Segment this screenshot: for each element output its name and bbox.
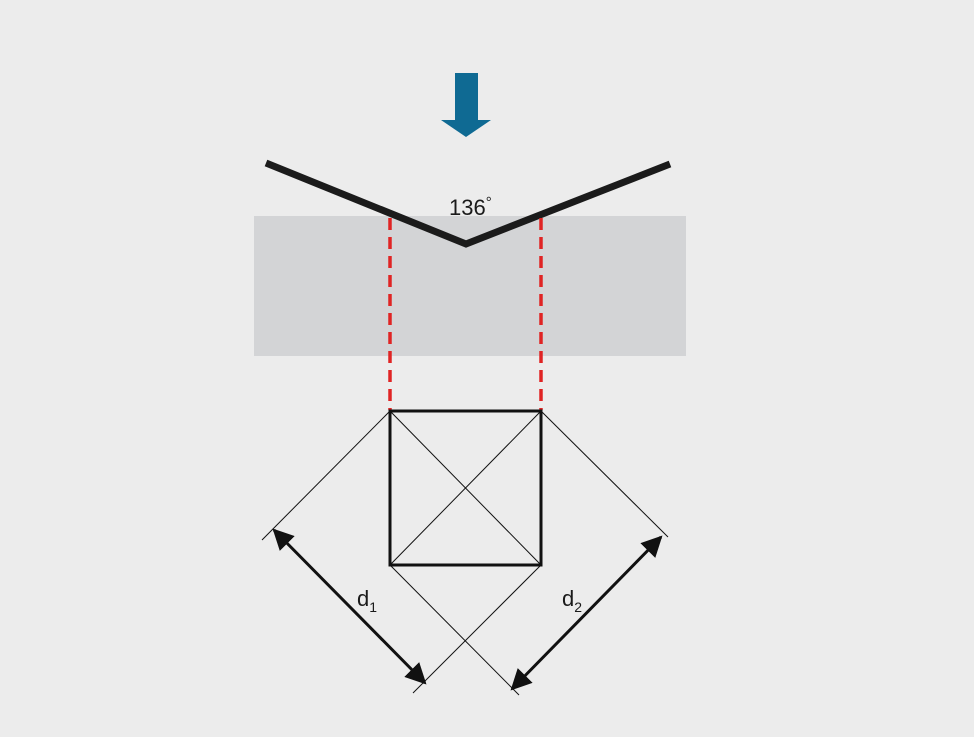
angle-label: 136°: [449, 194, 492, 220]
d1-extension-line-top: [261, 410, 391, 541]
down-arrow-icon: [441, 73, 491, 137]
d2-extension-line-top: [540, 410, 669, 538]
angle-unit: °: [486, 194, 492, 211]
angle-value: 136: [449, 195, 486, 220]
d2-main: d: [562, 586, 574, 611]
d1-label: d1: [357, 586, 377, 615]
d2-label: d2: [562, 586, 582, 615]
indenter-profile: [264, 159, 672, 248]
d1-subscript: 1: [369, 599, 377, 615]
d1-main: d: [357, 586, 369, 611]
d2-dimension-arrow: [510, 535, 663, 691]
indentation-square: [388, 409, 543, 567]
specimen-block: [254, 216, 686, 356]
d1-dimension-arrow: [272, 528, 427, 685]
d2-subscript: 2: [574, 599, 582, 615]
